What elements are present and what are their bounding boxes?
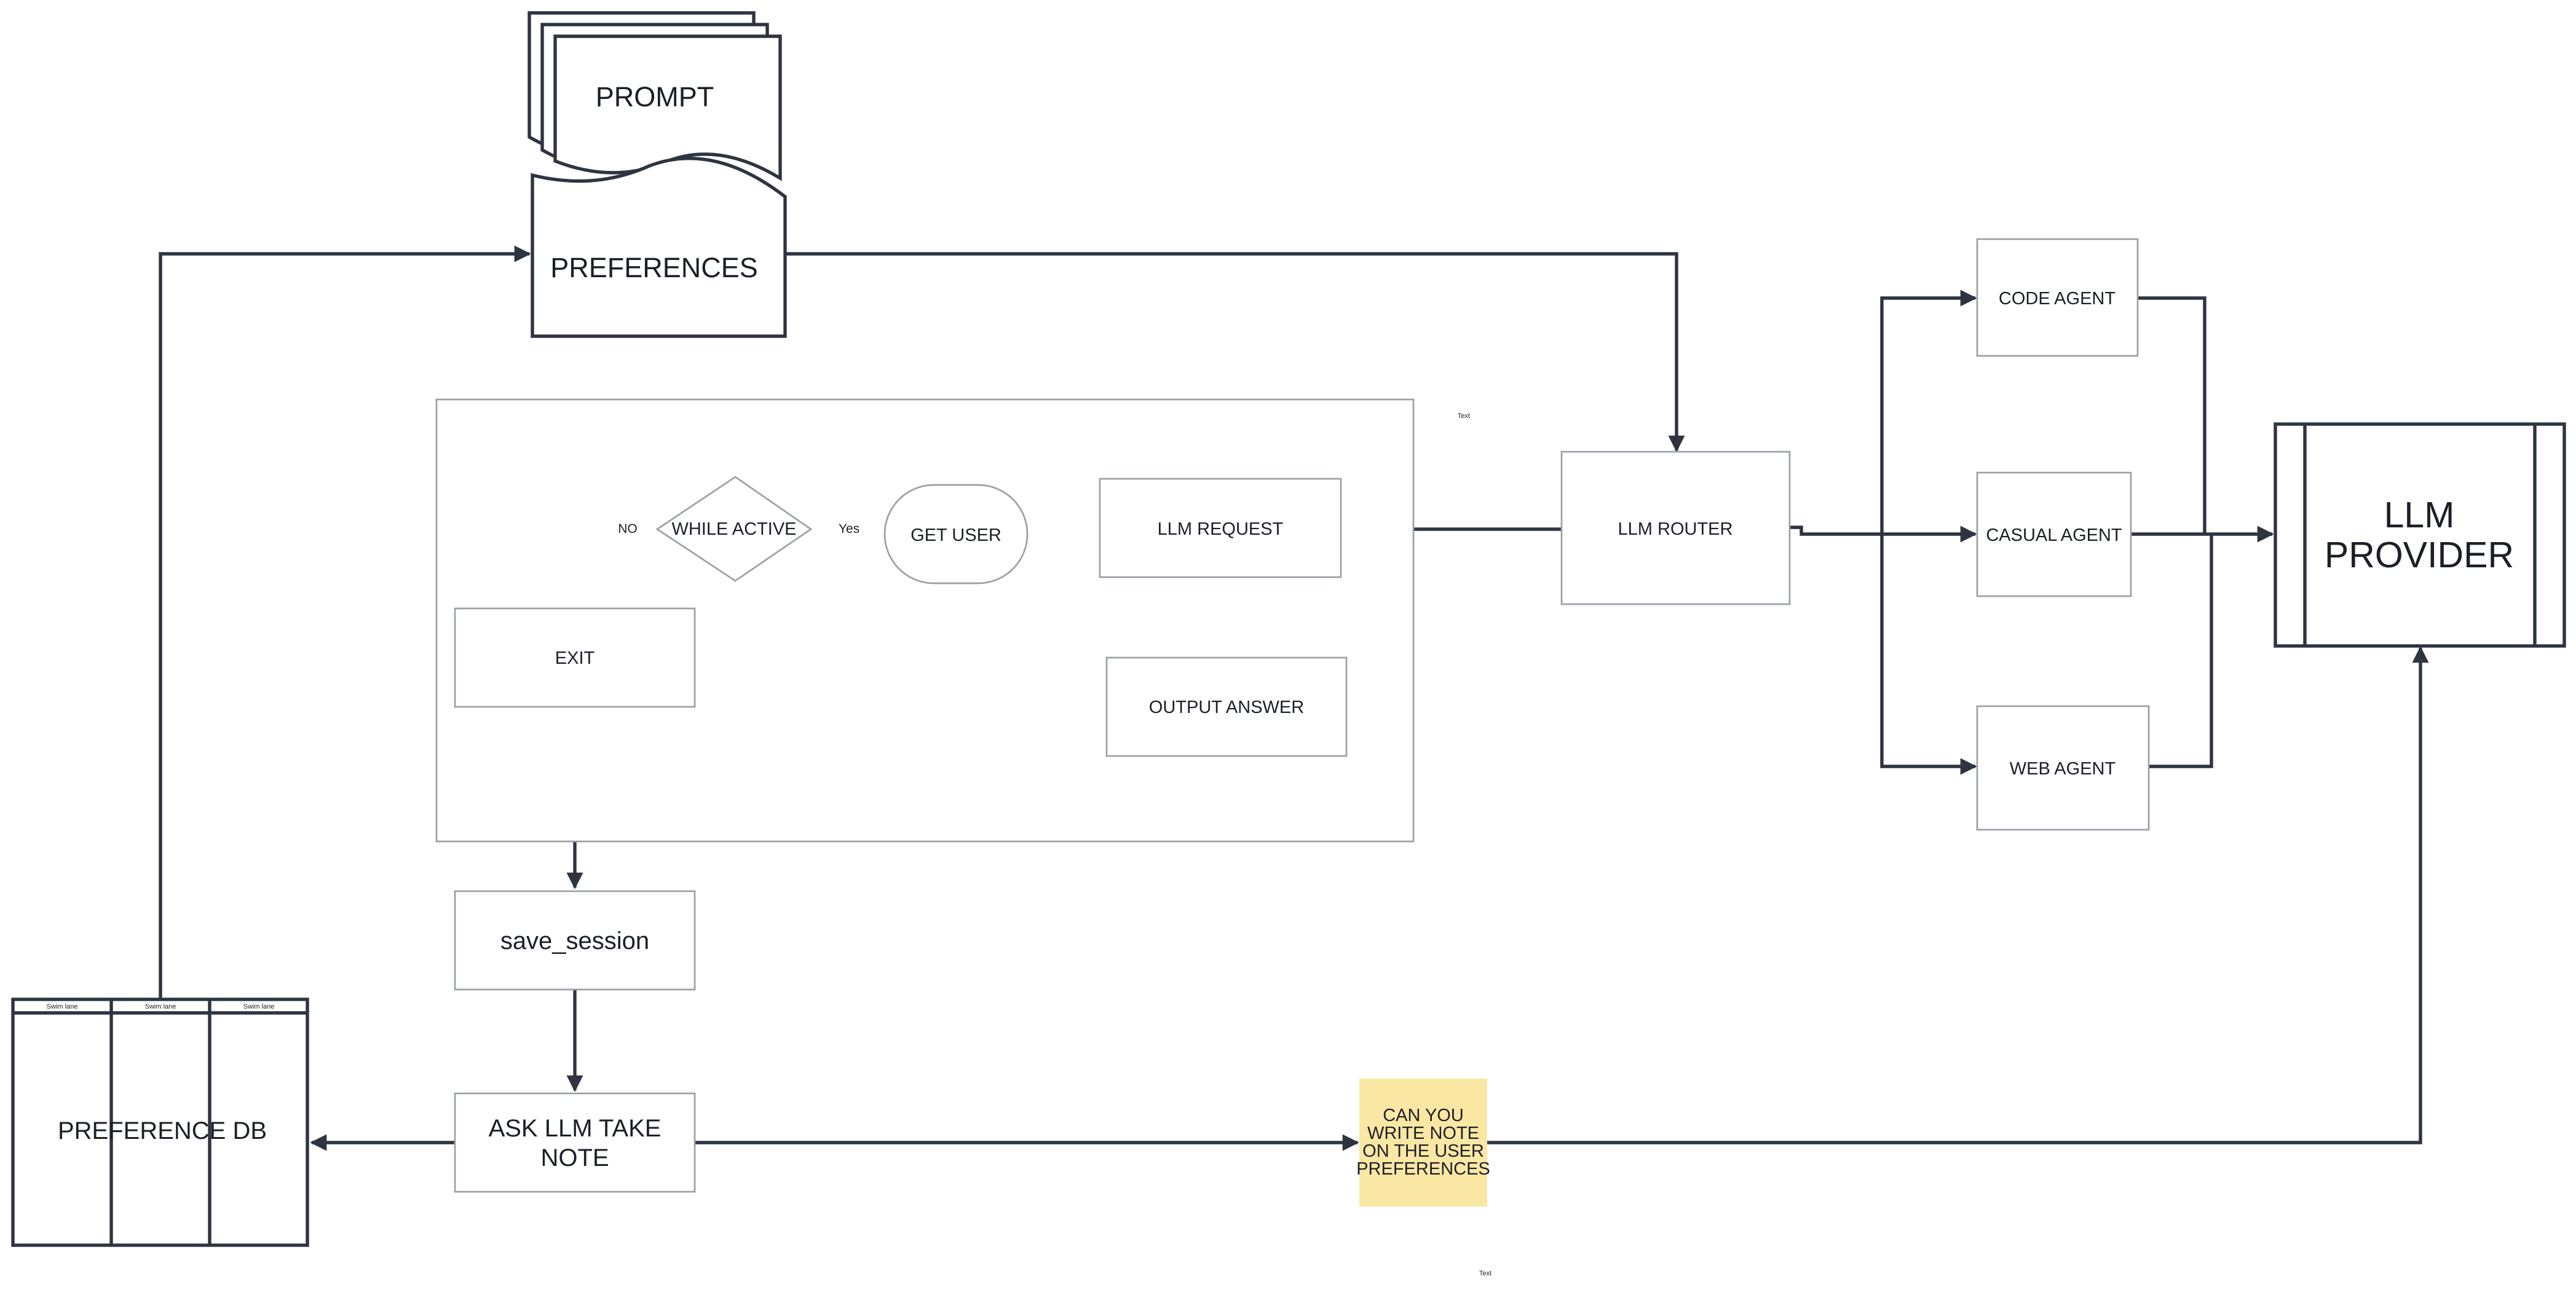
sticky-note-line2: WRITE NOTE: [1367, 1124, 1479, 1143]
sticky-note[interactable]: CAN YOU WRITE NOTE ON THE USER PREFERENC…: [1356, 1079, 1490, 1206]
prompt-label: PROMPT: [596, 81, 714, 112]
casual-agent-box[interactable]: CASUAL AGENT: [1976, 471, 2132, 597]
swim-lane-header-2: Swim lane: [145, 1003, 176, 1010]
ask-llm-label-line1: ASK LLM TAKE: [489, 1115, 662, 1142]
code-agent-box[interactable]: CODE AGENT: [1976, 238, 2139, 357]
sticky-note-line3: ON THE USER: [1362, 1141, 1484, 1161]
edge-code-agent-to-provider[interactable]: [2138, 296, 2207, 534]
preference-db-label: PREFERENCE DB: [58, 1117, 267, 1144]
save-session-label: save_session: [500, 927, 649, 955]
edge-llm-router-to-casual-agent[interactable]: [1790, 525, 1977, 543]
while-active-decision[interactable]: WHILE ACTIVE: [655, 476, 813, 582]
get-user-terminal[interactable]: GET USER: [883, 484, 1029, 585]
edge-preferences-to-llm-router[interactable]: [785, 252, 1685, 452]
llm-router-box[interactable]: LLM ROUTER: [1560, 451, 1791, 605]
edge-llm-router-to-code-agent[interactable]: [1880, 289, 1977, 534]
llm-provider-label-line1: LLM: [2384, 495, 2455, 535]
llm-router-label: LLM ROUTER: [1618, 519, 1733, 539]
swim-lane-header-1: Swim lane: [47, 1003, 78, 1010]
prompt-document-stack[interactable]: PROMPT: [527, 11, 782, 181]
edge-label-no: NO: [618, 522, 638, 536]
edge-note-to-llm-provider[interactable]: [1487, 646, 2429, 1144]
output-answer-box[interactable]: OUTPUT ANSWER: [1105, 656, 1348, 757]
llm-request-label: LLM REQUEST: [1158, 519, 1284, 539]
edge-web-agent-to-provider[interactable]: [2149, 534, 2213, 768]
llm-provider-subroutine[interactable]: LLM PROVIDER: [2274, 422, 2566, 648]
edge-label-yes: Yes: [839, 522, 859, 536]
save-session-box[interactable]: save_session: [454, 890, 696, 991]
output-answer-label: OUTPUT ANSWER: [1149, 698, 1304, 717]
stray-text-1[interactable]: Text: [1458, 412, 1470, 420]
while-active-label: WHILE ACTIVE: [671, 519, 796, 539]
preferences-document[interactable]: PREFERENCES: [531, 156, 787, 338]
edge-llm-router-to-web-agent[interactable]: [1880, 534, 1977, 775]
ask-llm-take-note-box[interactable]: ASK LLM TAKE NOTE: [454, 1092, 696, 1193]
preferences-label: PREFERENCES: [550, 252, 758, 283]
sticky-note-line1: CAN YOU: [1383, 1106, 1464, 1125]
stray-text-2[interactable]: Text: [1479, 1270, 1491, 1277]
llm-request-box[interactable]: LLM REQUEST: [1099, 478, 1342, 578]
exit-label: EXIT: [555, 648, 595, 668]
exit-box[interactable]: EXIT: [454, 607, 696, 708]
ask-llm-label-line2: NOTE: [540, 1144, 609, 1171]
code-agent-label: CODE AGENT: [1999, 289, 2116, 309]
llm-provider-label-line2: PROVIDER: [2325, 535, 2514, 575]
preference-db-swimlanes[interactable]: Swim lane Swim lane Swim lane PREFERENCE…: [11, 998, 309, 1247]
edge-preference-db-to-preferences[interactable]: [159, 245, 531, 999]
web-agent-label: WEB AGENT: [2010, 759, 2116, 779]
sticky-note-line4: PREFERENCES: [1356, 1159, 1490, 1179]
swim-lane-header-3: Swim lane: [243, 1003, 275, 1010]
get-user-label: GET USER: [911, 525, 1002, 545]
web-agent-box[interactable]: WEB AGENT: [1976, 705, 2150, 831]
casual-agent-label: CASUAL AGENT: [1986, 525, 2122, 545]
